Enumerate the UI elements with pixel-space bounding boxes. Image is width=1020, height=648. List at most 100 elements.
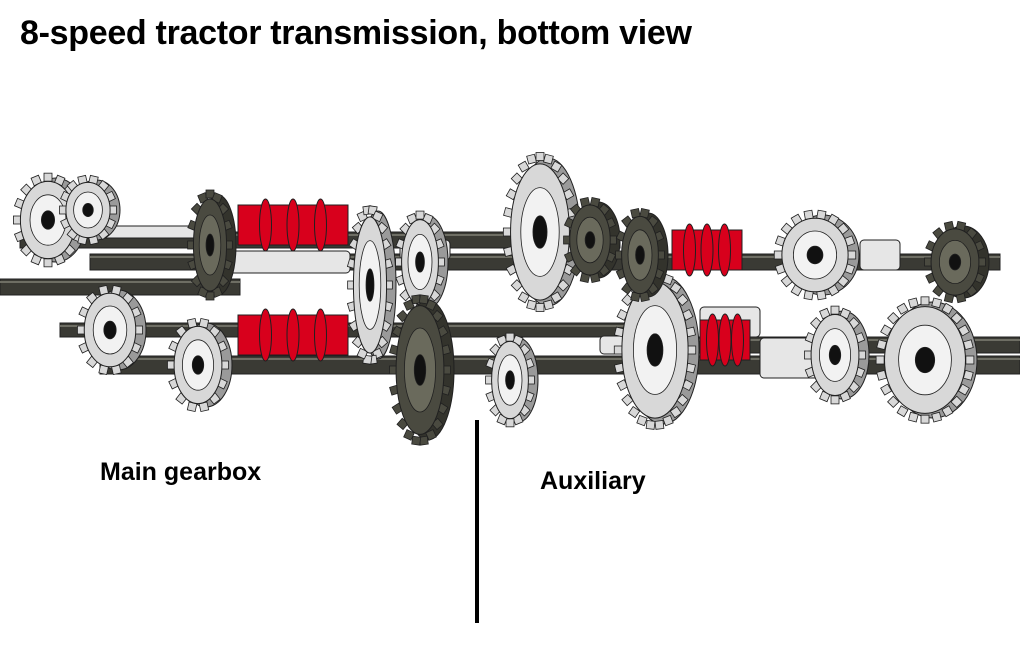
gear-axle-hole: [914, 346, 936, 374]
gear-tooth: [415, 210, 425, 220]
gear-axle-hole: [41, 210, 56, 230]
light-gear: [773, 209, 860, 301]
light-gear: [502, 152, 581, 312]
clutch-flange: [286, 198, 300, 252]
light-gear: [804, 305, 870, 405]
gear-tooth: [880, 383, 893, 396]
light-gear: [77, 284, 147, 376]
gear-tooth: [654, 420, 665, 430]
gear-tooth: [356, 347, 369, 360]
gear-tooth: [920, 296, 930, 306]
gear-tooth: [830, 305, 840, 315]
gear-axle-hole: [365, 268, 375, 302]
gear-tooth: [403, 429, 415, 441]
gear-tooth: [830, 395, 840, 405]
gear-tooth: [517, 160, 530, 173]
clutch-flange: [314, 198, 327, 252]
clutch-flange: [731, 313, 744, 367]
gear-tooth: [957, 324, 970, 337]
gear-tooth: [526, 299, 537, 311]
gear-tooth: [543, 153, 554, 165]
gear-tooth: [613, 345, 623, 355]
gear-tooth: [43, 172, 53, 182]
light-gear: [395, 210, 449, 314]
gear-tooth: [645, 420, 656, 430]
gear-tooth: [896, 405, 909, 418]
gear-tooth: [880, 324, 893, 337]
gear-tooth: [907, 411, 919, 423]
gear-tooth: [669, 405, 682, 419]
gear-tooth: [526, 153, 537, 165]
gear-tooth: [887, 311, 900, 325]
light-gear: [167, 317, 233, 413]
gear-tooth: [676, 293, 689, 307]
light-gear: [59, 174, 121, 246]
clutch-flange: [286, 308, 300, 362]
gear-axle-hole: [413, 354, 427, 386]
light-gear: [613, 270, 700, 430]
gear-tooth: [950, 311, 963, 325]
gear-axle-hole: [584, 231, 596, 249]
clutch-flange: [259, 198, 272, 252]
gear-axle-hole: [191, 355, 205, 375]
gear-tooth: [676, 393, 689, 407]
bush: [219, 250, 351, 274]
light-gear: [875, 296, 978, 424]
gear-tooth: [965, 355, 975, 365]
gear-tooth: [371, 210, 384, 223]
gear-tooth: [941, 405, 954, 418]
gear-tooth: [907, 297, 919, 309]
clutch-flange: [259, 308, 272, 362]
clutch-flange: [700, 223, 714, 277]
gear-axle-hole: [646, 333, 664, 367]
gear-tooth: [621, 293, 634, 307]
light-gear: [485, 332, 539, 428]
dark-gear: [563, 196, 621, 284]
clutch-ring: [237, 198, 349, 252]
gear-axle-hole: [415, 251, 425, 273]
clutch-ring: [237, 308, 349, 362]
gear-tooth: [517, 291, 530, 304]
gear-tooth: [773, 250, 783, 260]
gear-axle-hole: [532, 215, 548, 249]
gear-tooth: [887, 395, 900, 409]
gear-tooth: [411, 435, 422, 446]
gear-tooth: [931, 411, 943, 423]
gear-tooth: [418, 294, 429, 305]
dark-gear: [187, 189, 237, 301]
gear-tooth: [875, 355, 885, 365]
gear-tooth: [847, 250, 857, 260]
gear-tooth: [535, 152, 545, 161]
clutch-flange: [706, 313, 719, 367]
main-gearbox-label: Main gearbox: [100, 458, 262, 486]
gear-tooth: [636, 414, 648, 427]
gear-tooth: [931, 297, 943, 309]
gear-tooth: [920, 414, 930, 424]
clutch-ring: [699, 313, 751, 367]
gear-tooth: [941, 302, 954, 315]
gear-tooth: [425, 299, 437, 311]
gear-tooth: [621, 393, 634, 407]
gear-tooth: [628, 405, 641, 419]
clutch-flange: [683, 223, 696, 277]
gear-tooth: [505, 418, 515, 428]
clutch-flange: [314, 308, 327, 362]
section-divider: [475, 420, 479, 623]
gear-tooth: [550, 291, 563, 304]
gear-axle-hole: [505, 370, 515, 390]
gear-tooth: [543, 299, 554, 311]
gear-axle-hole: [828, 344, 842, 366]
gear-tooth: [957, 383, 970, 396]
axle-highlight: [100, 358, 1020, 360]
page-title: 8-speed tractor transmission, bottom vie…: [20, 14, 692, 52]
gear-axle-hole: [205, 233, 215, 257]
axle-highlight: [0, 281, 240, 283]
gear-axle-hole: [948, 253, 962, 271]
gear-tooth: [550, 160, 563, 173]
gear-tooth: [535, 303, 545, 312]
dark-gear: [924, 220, 990, 304]
clutch-flange: [718, 223, 731, 277]
gear-tooth: [687, 345, 697, 355]
gear-tooth: [896, 302, 909, 315]
